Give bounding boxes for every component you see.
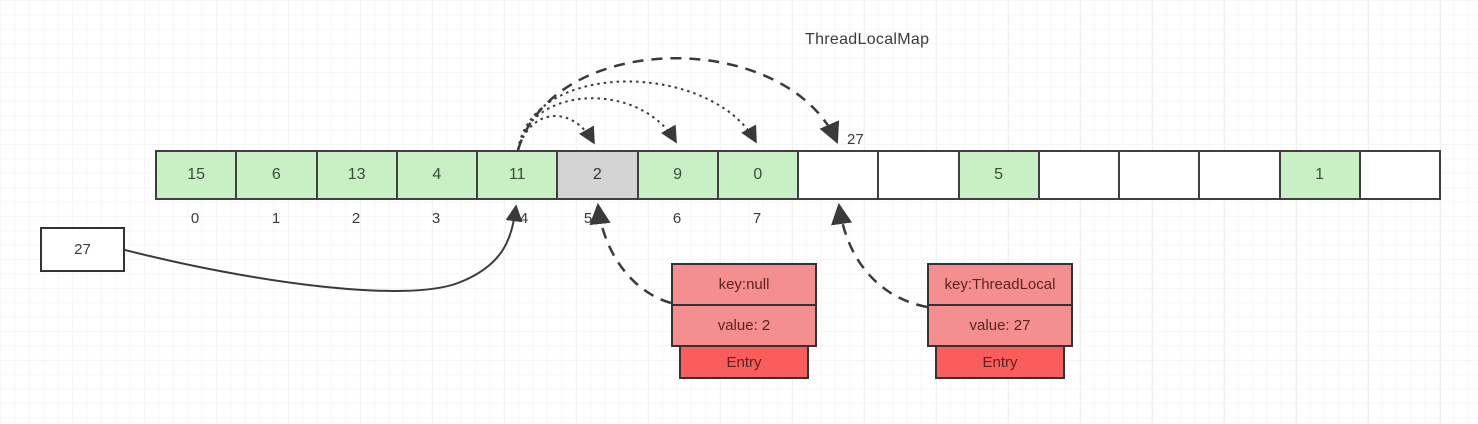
array-cell	[797, 150, 880, 200]
index-label: 5	[583, 210, 593, 227]
entry-threadlocal-value: value: 27	[927, 304, 1073, 347]
hash-value-text: 27	[74, 241, 91, 258]
entry-threadlocal-group: key:ThreadLocal value: 27 Entry	[927, 263, 1073, 379]
index-label: 7	[752, 210, 762, 227]
array-cell: 1	[1278, 150, 1361, 200]
entry-null-value: value: 2	[671, 304, 817, 347]
array-cell: 15	[155, 150, 238, 200]
array-cell: 4	[395, 150, 478, 200]
array-cell: 0	[716, 150, 799, 200]
entry-null-tag: Entry	[679, 345, 809, 379]
array-cell	[1037, 150, 1120, 200]
array-cell	[1358, 150, 1441, 200]
index-label: 1	[271, 210, 281, 227]
probe-arc-to-index7	[517, 80, 757, 151]
array-cell: 9	[636, 150, 719, 200]
index-label: 0	[190, 210, 200, 227]
index-label: 3	[431, 210, 441, 227]
index-labels: 0 1 2 3 4 5 6 7	[0, 210, 1478, 232]
index-label: 4	[519, 210, 529, 227]
array-cell: 2	[556, 150, 639, 200]
array-cell: 11	[476, 150, 559, 200]
entry-null-key: key:null	[671, 263, 817, 306]
entry-null-group: key:null value: 2 Entry	[671, 263, 817, 379]
entry-threadlocal-key: key:ThreadLocal	[927, 263, 1073, 306]
array-cell: 13	[315, 150, 398, 200]
array-cell: 5	[957, 150, 1040, 200]
array-cell	[1118, 150, 1201, 200]
index-label: 6	[672, 210, 682, 227]
index-label: 2	[351, 210, 361, 227]
diagram-title: ThreadLocalMap	[805, 31, 930, 48]
array-cell	[1198, 150, 1281, 200]
entry-threadlocal-tag: Entry	[935, 345, 1065, 379]
hash-value-box: 27	[40, 227, 125, 272]
rehash-value-label: 27	[847, 131, 864, 148]
probe-arc-to-index5	[517, 115, 595, 151]
array-cell	[877, 150, 960, 200]
rehash-arc-to-index8	[516, 57, 840, 151]
array-cell: 6	[235, 150, 318, 200]
probe-arc-to-index6	[517, 97, 677, 151]
